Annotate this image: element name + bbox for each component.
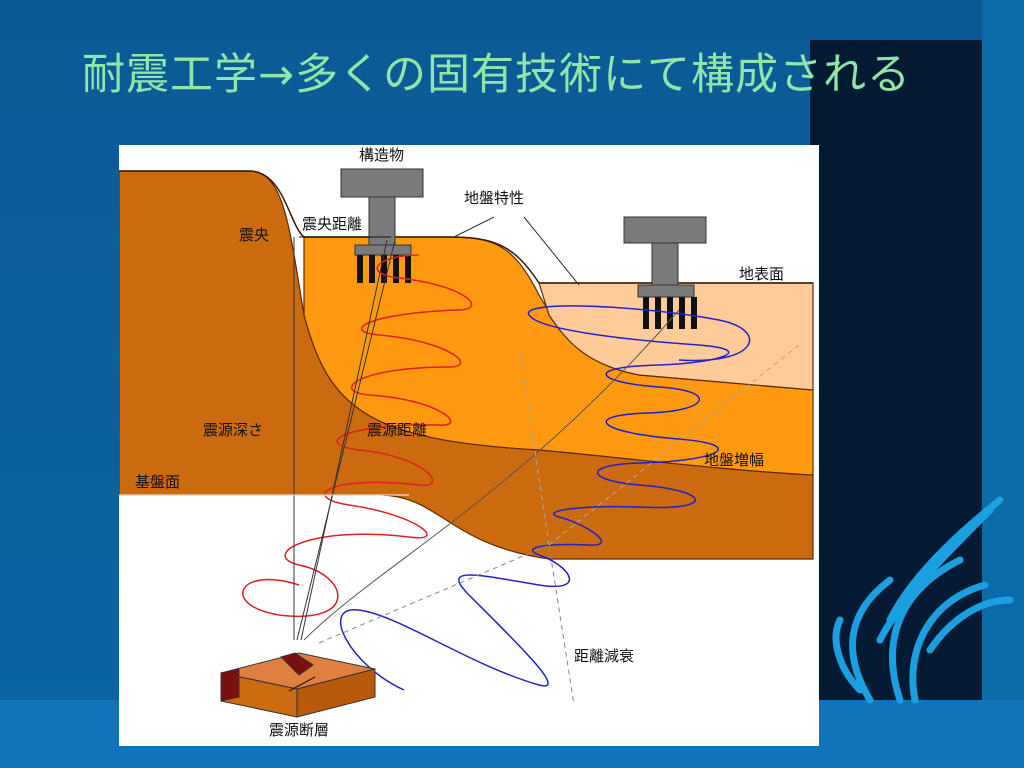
structure-left (340, 168, 424, 283)
ray-to-right-structure (303, 309, 680, 641)
structure-right (623, 216, 707, 329)
label-bedrock-surface: 基盤面 (135, 473, 180, 491)
red-seismic-wave (242, 254, 473, 618)
label-ground-characteristics: 地盤特性 (464, 189, 524, 207)
seismic-diagram: 構造物 地盤特性 震央距離 震央 地表面 震源深さ 震源距離 地盤増幅 基盤面 … (118, 145, 819, 746)
label-structure: 構造物 (359, 146, 404, 164)
blue-seismic-wave (339, 305, 751, 691)
source-fault-block (220, 652, 376, 718)
slide-title: 耐震工学→多くの固有技術にて構成される (82, 50, 912, 100)
right-edge-band (982, 0, 1024, 768)
surface-soil-layer (538, 282, 814, 391)
label-focal-depth: 震源深さ (203, 421, 263, 439)
label-distance-attenuation: 距離減衰 (574, 647, 634, 665)
ray-to-left-structure (296, 239, 396, 641)
label-ground-amplification: 地盤増幅 (704, 451, 764, 469)
label-hypocentral-distance: 震源距離 (367, 421, 427, 439)
label-source-fault: 震源断層 (269, 721, 329, 739)
label-ground-surface: 地表面 (739, 265, 784, 283)
label-epicenter: 震央 (239, 226, 269, 244)
seismic-diagram-svg: 構造物 地盤特性 震央距離 震央 地表面 震源深さ 震源距離 地盤増幅 基盤面 … (118, 146, 814, 739)
ground-characteristics-pointer-1 (453, 216, 495, 238)
decorative-flame-icon (832, 496, 1014, 704)
middle-soil-layer (303, 236, 814, 476)
ray-to-left-structure-b (300, 239, 388, 641)
attenuation-guide-3 (518, 344, 550, 546)
attenuation-guide-4 (548, 544, 575, 706)
ground-characteristics-pointer-2 (523, 216, 580, 286)
label-epicentral-distance: 震央距離 (302, 215, 362, 233)
attenuation-guide-1 (318, 544, 550, 644)
